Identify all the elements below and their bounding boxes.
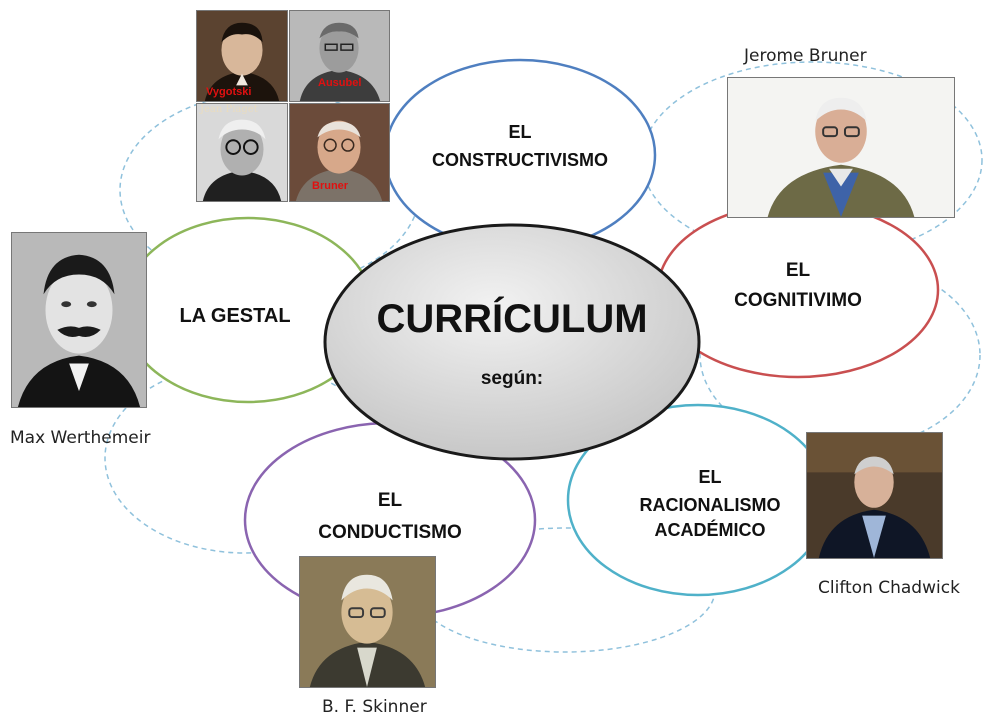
portrait-bf-skinner — [299, 556, 436, 688]
center-subtitle: según: — [480, 368, 544, 389]
jerome-bruner-image — [728, 78, 954, 217]
conductismo-line1: EL — [377, 490, 403, 511]
caption-bf-skinner: B. F. Skinner — [322, 697, 427, 717]
cognitivismo-line1: EL — [785, 260, 811, 281]
piaget-image — [197, 104, 287, 201]
label-gestal: LA GESTAL — [179, 305, 291, 327]
portrait-piaget — [196, 103, 288, 202]
vygotsky-image — [197, 11, 287, 101]
racionalismo-line3: ACADÉMICO — [654, 519, 766, 540]
werthemeir-image — [12, 233, 146, 407]
tag-ausubel: Ausubel — [318, 77, 362, 89]
ausubel-image — [290, 11, 389, 101]
tag-piaget: Jean Piaget — [200, 104, 258, 115]
constructivismo-line1: EL — [508, 122, 532, 142]
dashed-petal-upper-right — [641, 61, 983, 259]
racionalismo-line1: EL — [698, 467, 722, 487]
caption-jerome-bruner: Jerome Bruner — [744, 46, 867, 66]
cognitivismo-line2: COGNITIVIMO — [734, 289, 862, 311]
center-title: CURRÍCULUM — [376, 297, 648, 341]
center-ellipse — [323, 223, 701, 461]
constructivismo-line2: CONSTRUCTIVISMO — [431, 150, 608, 171]
portrait-max-werthemeir — [11, 232, 147, 408]
portrait-ausubel — [289, 10, 390, 102]
caption-max-werthemeir: Max Werthemeir — [10, 428, 151, 448]
conductismo-line2: CONDUCTISMO — [318, 521, 462, 543]
portrait-jerome-bruner — [727, 77, 955, 218]
racionalismo-line2: RACIONALISMO — [639, 495, 781, 516]
caption-clifton-chadwick: Clifton Chadwick — [818, 578, 960, 598]
label-conductismo: EL CONDUCTISMO — [290, 488, 490, 545]
tag-vygotsky: Vygotski — [206, 86, 252, 98]
tag-bruner-collage: Bruner — [312, 180, 349, 192]
label-cognitivismo: EL COGNITIVIMO — [708, 258, 888, 313]
portrait-vygotsky — [196, 10, 288, 102]
portrait-bruner-collage — [289, 103, 390, 202]
chadwick-image — [807, 433, 942, 558]
label-constructivismo: EL CONSTRUCTIVISMO — [410, 120, 630, 173]
portrait-clifton-chadwick — [806, 432, 943, 559]
skinner-image — [300, 557, 435, 687]
bruner-collage-image — [290, 104, 389, 201]
label-racionalismo: EL RACIONALISMO ACADÉMICO — [600, 465, 820, 542]
